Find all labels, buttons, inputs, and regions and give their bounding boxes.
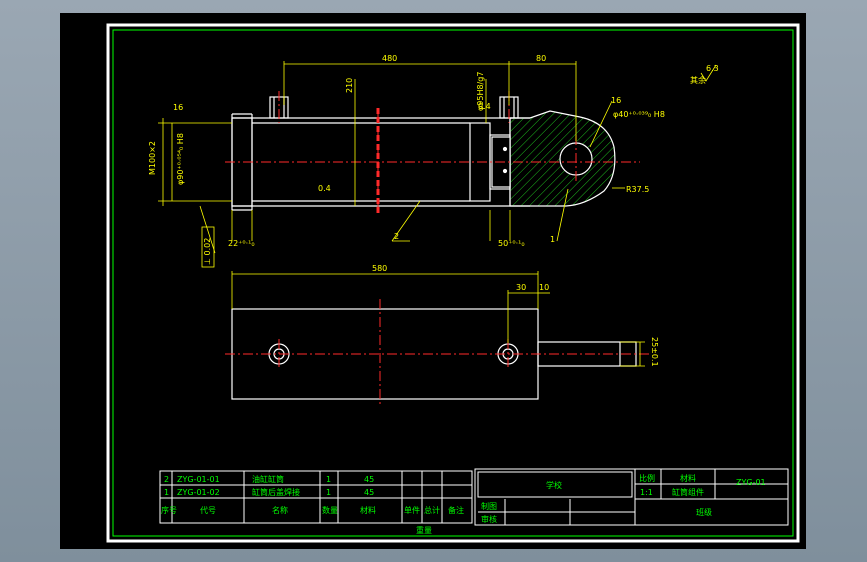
dim-210: 210 <box>345 78 354 93</box>
dim-22: 22⁺⁰·¹₀ <box>228 239 255 248</box>
dim-80: 80 <box>536 54 546 63</box>
svg-text:其余: 其余 <box>690 75 706 85</box>
title-drawing-no: ZYG-01 <box>736 478 766 487</box>
dim-580: 580 <box>372 264 387 273</box>
parts-row-2-code: ZYG-01-01 <box>177 475 220 484</box>
surface-04a: 0.4 <box>318 184 331 193</box>
title-drawn-label: 制图 <box>481 501 497 511</box>
parts-header-name: 名称 <box>272 505 288 515</box>
parts-row-1-index: 1 <box>164 488 169 497</box>
title-checked-label: 审核 <box>481 514 497 524</box>
parts-header-index: 序号 <box>161 505 177 515</box>
dim-10: 10 <box>539 283 549 292</box>
leader-1: 1 <box>550 235 555 244</box>
engineering-drawing: 480 80 210 M100×2 φ90⁺⁰·⁰⁵⁴₀ H8 φ95H8/g7… <box>106 23 800 543</box>
parts-row-2-material: 45 <box>364 475 374 484</box>
dim-r375: R37.5 <box>626 185 649 194</box>
parts-row-2-name: 油缸缸筒 <box>252 474 284 484</box>
title-material-label: 材料 <box>680 473 696 483</box>
dim-25: 25±0.1 <box>650 337 659 367</box>
title-scale-label: 比例 <box>639 473 655 483</box>
parts-header-total: 总计 <box>424 505 440 515</box>
parts-header-qty: 数量 <box>322 505 338 515</box>
surface-16b: 16 <box>611 96 621 105</box>
tolerance-frame: ⊥ 0.02 <box>201 226 215 268</box>
parts-header-material: 材料 <box>360 505 376 515</box>
surface-roughness-mark: 其余 6.3 <box>690 64 719 85</box>
parts-row-1-name: 缸筒后盖焊接 <box>252 487 300 497</box>
title-school: 学校 <box>546 480 562 490</box>
title-class-label: 班级 <box>696 507 712 517</box>
dim-bore: φ90⁺⁰·⁰⁵⁴₀ H8 <box>176 133 185 185</box>
parts-row-1-code: ZYG-01-02 <box>177 488 220 497</box>
parts-row-2-index: 2 <box>164 475 169 484</box>
parts-row-2-qty: 1 <box>326 475 331 484</box>
dim-480: 480 <box>382 54 397 63</box>
section-view <box>231 96 616 211</box>
leader-2: 2 <box>394 232 399 241</box>
outer-border <box>106 23 800 543</box>
parts-weight-label: 重量 <box>416 525 432 535</box>
centerlines-bottom <box>225 299 650 407</box>
parts-list: 2 ZYG-01-01 油缸缸筒 1 45 1 ZYG-01-02 缸筒后盖焊接… <box>159 470 473 535</box>
parts-header-unit: 单件 <box>404 505 420 515</box>
parts-header-note: 备注 <box>448 505 464 515</box>
parts-row-1-qty: 1 <box>326 488 331 497</box>
title-block: 学校 比例 材料 ZYG-01 1:1 缸筒组件 制图 审核 班级 <box>474 468 789 526</box>
surface-04b: 0.4 <box>478 102 491 111</box>
svg-text:⊥ 0.02: ⊥ 0.02 <box>203 238 212 265</box>
dim-30: 30 <box>516 283 526 292</box>
parts-row-1-material: 45 <box>364 488 374 497</box>
cad-viewport[interactable]: 480 80 210 M100×2 φ90⁺⁰·⁰⁵⁴₀ H8 φ95H8/g7… <box>60 13 806 549</box>
surface-16a: 16 <box>173 103 183 112</box>
dim-m100: M100×2 <box>148 141 157 175</box>
title-part-name: 缸筒组件 <box>672 487 704 497</box>
inner-border <box>112 29 794 537</box>
dim-rod: φ95H8/g7 <box>476 72 485 111</box>
dim-50: 50⁺⁰·¹₀ <box>498 239 525 248</box>
title-scale-value: 1:1 <box>640 488 653 497</box>
dimension-lines-top <box>158 61 625 254</box>
dim-pin: φ40⁺⁰·⁰³⁹₀ H8 <box>613 110 665 119</box>
dimension-lines-bottom <box>231 271 645 367</box>
parts-header-code: 代号 <box>200 505 216 515</box>
svg-text:6.3: 6.3 <box>706 64 719 73</box>
